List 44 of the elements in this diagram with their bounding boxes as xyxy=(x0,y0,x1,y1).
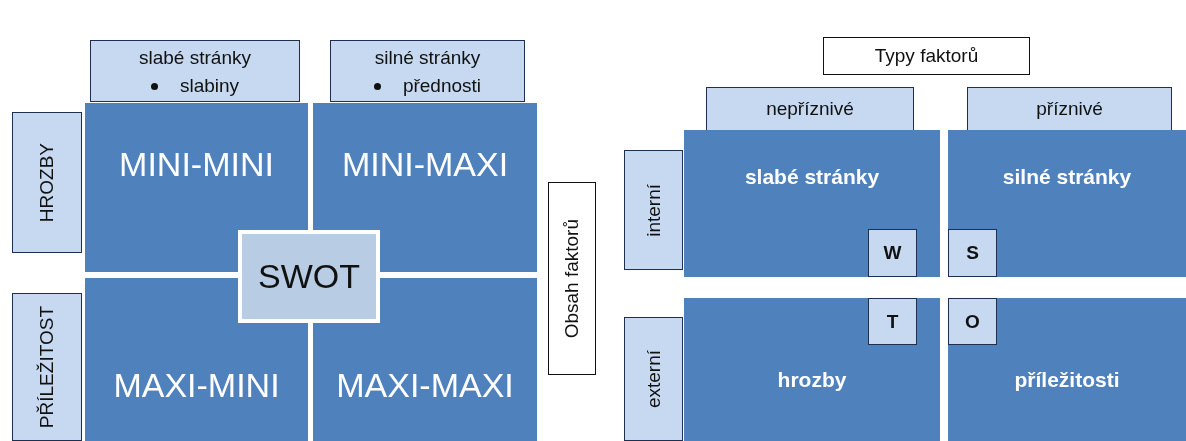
box-label: příznivé xyxy=(1036,98,1103,120)
header-box xyxy=(823,37,1030,75)
box-label: externí xyxy=(642,349,665,409)
category-box xyxy=(330,40,525,102)
box-label: Typy faktorů xyxy=(874,45,979,67)
bullet-text: přednosti xyxy=(402,75,482,97)
box-label: HROZBY xyxy=(36,142,58,223)
quadrant-box xyxy=(948,298,1186,441)
axis-box xyxy=(12,293,82,441)
axis-box xyxy=(624,150,683,270)
box-label: MAXI-MAXI xyxy=(336,366,514,405)
box-label: interní xyxy=(642,183,665,237)
quadrant-box xyxy=(948,130,1186,277)
quadrant-box xyxy=(684,130,940,277)
box-label: S xyxy=(966,242,979,264)
letter-box xyxy=(948,298,997,345)
box-label: Obsah faktorů xyxy=(561,218,583,339)
letter-box xyxy=(868,229,917,277)
axis-box xyxy=(624,317,683,441)
axis-box xyxy=(12,112,82,253)
box-label: O xyxy=(965,310,980,333)
bullet-text: slabiny xyxy=(179,75,240,97)
center-box xyxy=(238,230,380,323)
box-label: W xyxy=(883,242,902,264)
box-label: slabé stránky xyxy=(744,165,880,189)
header-box xyxy=(967,87,1172,131)
box-label: MINI-MAXI xyxy=(341,145,509,184)
box-label: MINI-MINI xyxy=(119,145,274,184)
box-label: hrozby xyxy=(777,368,847,392)
category-box xyxy=(90,40,300,102)
box-label: SWOT xyxy=(258,257,360,296)
box-label: T xyxy=(886,310,899,333)
box-label: příležitosti xyxy=(1014,368,1120,392)
box-label: silné stránky xyxy=(374,47,481,69)
letter-box xyxy=(948,229,997,277)
letter-box xyxy=(868,298,917,345)
box-label: slabé stránky xyxy=(139,47,251,69)
header-box xyxy=(706,87,914,131)
quadrant-box xyxy=(684,298,940,441)
box-label: PŘÍLEŽITOST xyxy=(36,305,58,429)
box-label: silné stránky xyxy=(1002,165,1132,189)
box-label: nepříznivé xyxy=(766,98,854,120)
axis-box xyxy=(548,182,596,375)
box-label: MAXI-MINI xyxy=(113,366,280,405)
